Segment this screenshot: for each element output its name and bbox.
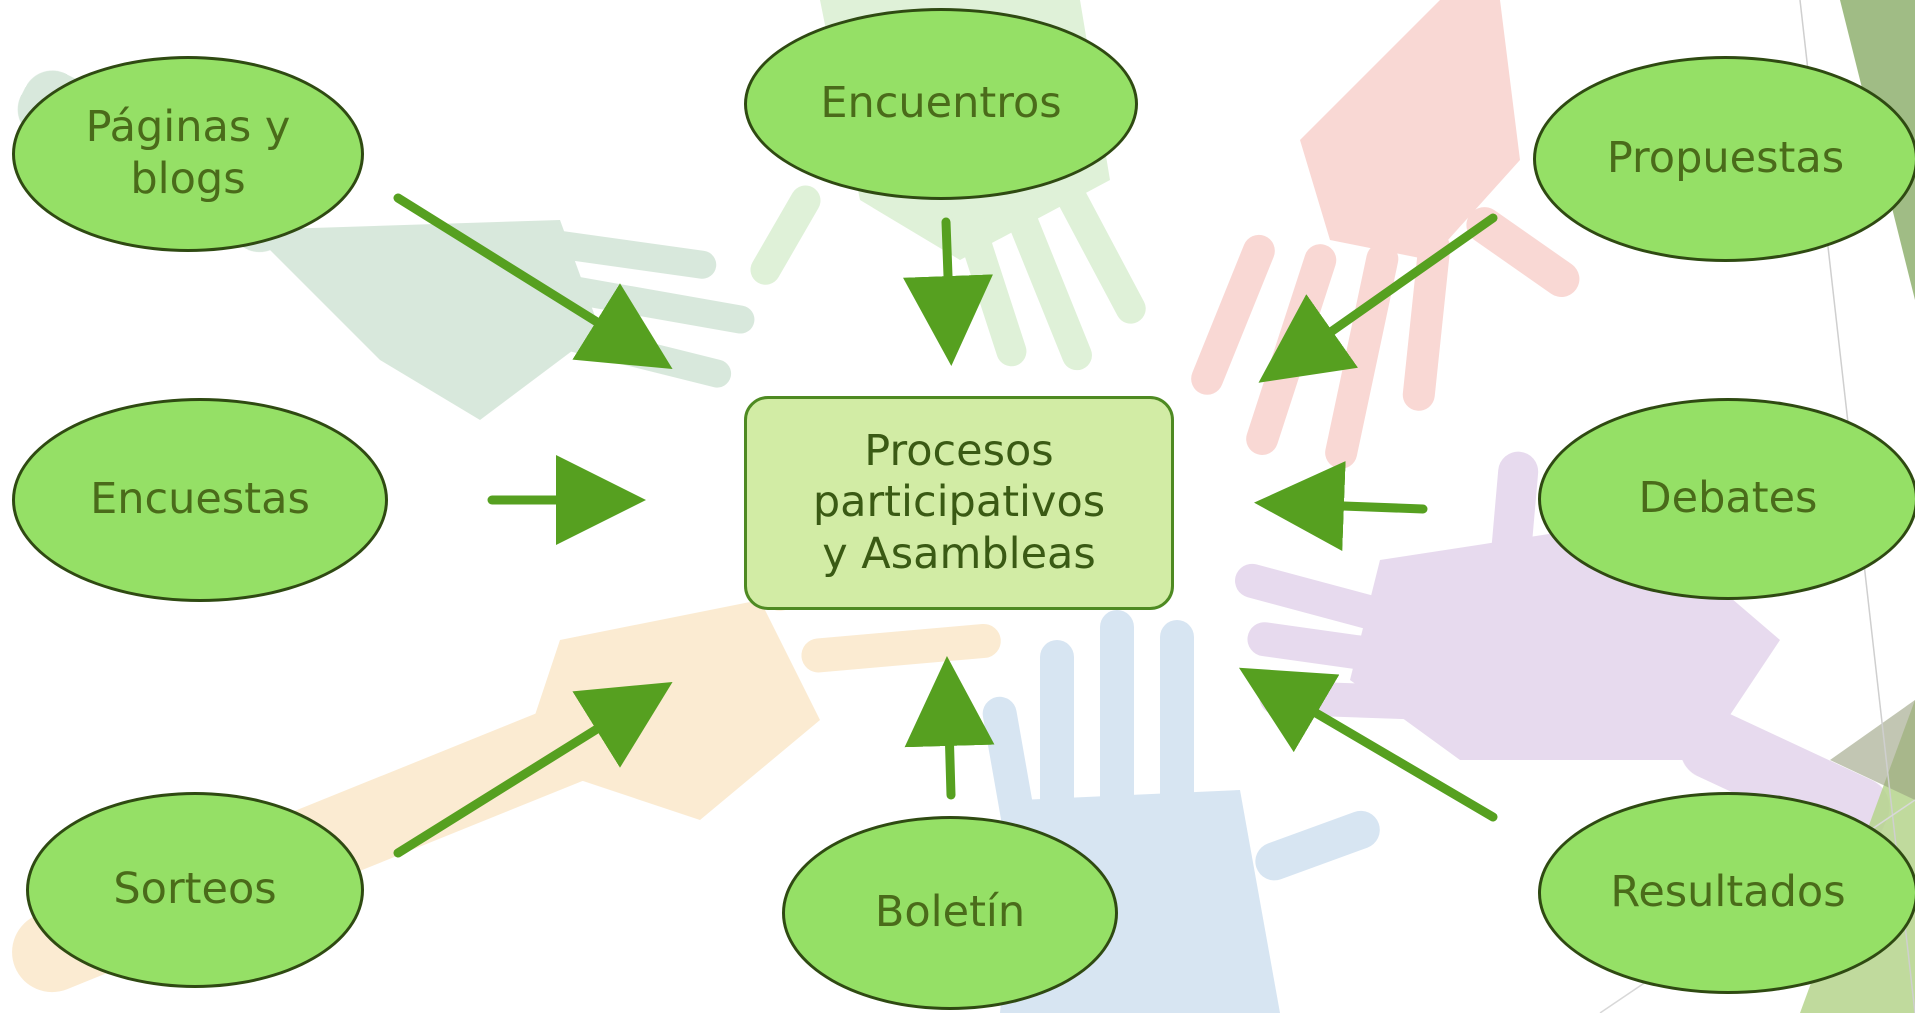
node-boletin: Boletín xyxy=(782,816,1118,1010)
arrow-encuentros-to-center xyxy=(903,217,993,366)
node-label: Encuentros xyxy=(820,78,1062,129)
node-label: Resultados xyxy=(1610,867,1846,918)
node-propuestas: Propuestas xyxy=(1533,56,1915,262)
node-debates: Debates xyxy=(1538,398,1915,600)
node-label: Propuestas xyxy=(1606,133,1845,184)
node-procesos-participativos: Procesos participativos y Asambleas xyxy=(744,396,1174,610)
center-label: Procesos participativos y Asambleas xyxy=(812,425,1106,579)
node-encuestas: Encuestas xyxy=(12,398,388,602)
node-label: Debates xyxy=(1638,473,1818,524)
node-sorteos: Sorteos xyxy=(26,792,364,988)
arrow-boletin-to-center xyxy=(904,656,995,800)
arrow-paginas-to-center xyxy=(393,193,673,370)
node-label: Boletín xyxy=(874,887,1026,938)
arrow-propuestas-to-center xyxy=(1258,213,1498,383)
node-paginas-y-blogs: Páginas y blogs xyxy=(12,56,364,252)
node-resultados: Resultados xyxy=(1538,792,1915,994)
arrow-sorteos-to-center xyxy=(393,681,673,858)
arrow-debates-to-center xyxy=(1254,461,1428,551)
node-encuentros: Encuentros xyxy=(744,8,1138,200)
node-label: Sorteos xyxy=(113,864,277,915)
arrow-resultados-to-center xyxy=(1238,667,1498,822)
node-label: Encuestas xyxy=(90,474,310,525)
node-label: Páginas y blogs xyxy=(85,102,291,204)
